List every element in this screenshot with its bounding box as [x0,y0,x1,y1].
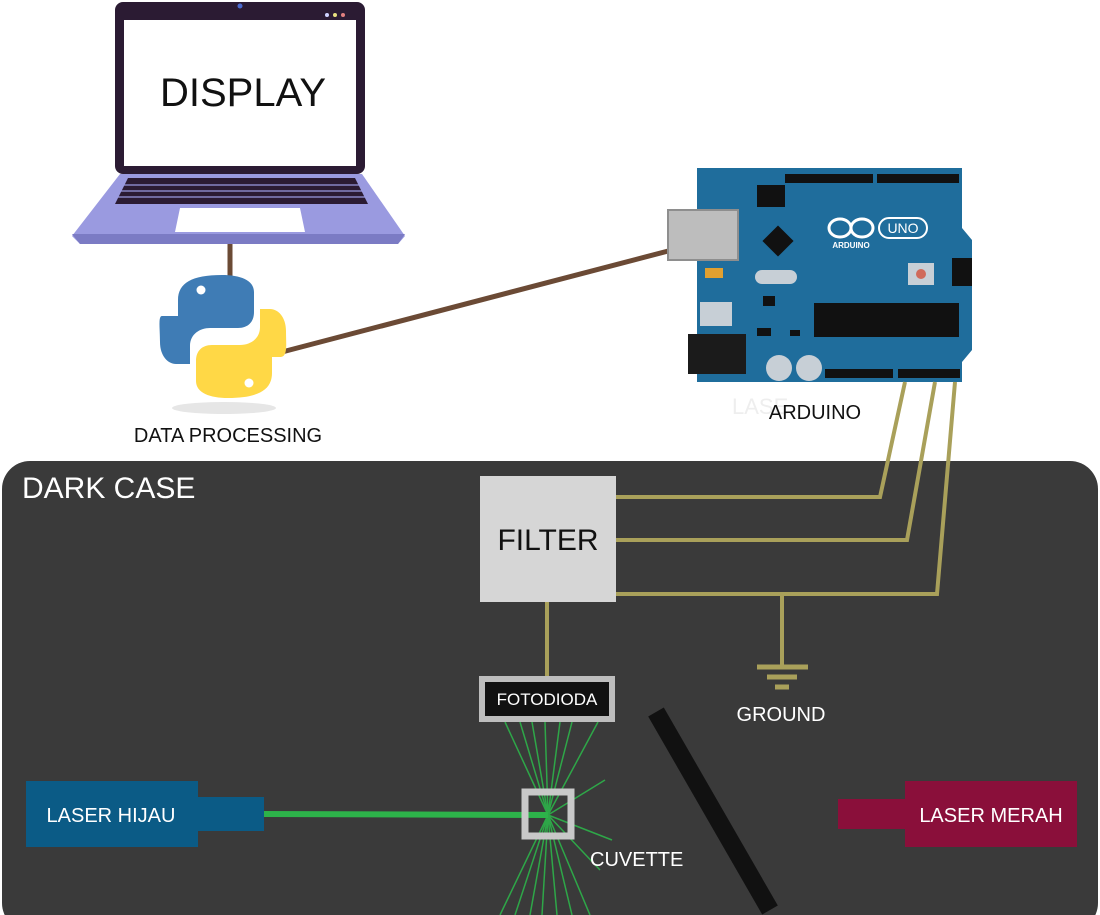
cuvette-label: CUVETTE [590,849,683,871]
laser-hijau-label: LASER HIJAU [47,805,176,827]
capacitor-round [796,355,822,381]
python-eye [196,285,206,295]
laser-hijau-body [26,781,198,847]
python-snake-blue [159,275,254,364]
mirror-slab [648,707,778,915]
arduino-board: ARDUINO UNO [667,168,972,382]
crystal [755,270,797,284]
ground-label: GROUND [737,704,826,726]
icsp-header [952,258,972,286]
reset-button-cap [916,269,926,279]
infinity-right [849,217,875,239]
wire-arduino-ground [614,381,957,596]
laptop-camera [237,3,243,9]
smd-part [763,296,775,306]
photodiode-label: FOTODIODA [497,690,598,709]
power-jack [688,334,746,374]
touchpad [175,208,305,232]
laptop: DISPLAY [72,2,405,244]
wire-arduino-filter-2 [614,381,937,542]
laptop-screen [124,20,356,166]
scattered-light [499,721,613,915]
window-dot [325,13,329,17]
wire-arduino-filter-1 [614,381,907,499]
filter-label: FILTER [497,524,598,557]
display-label: DISPLAY [160,71,326,115]
green-beam [263,811,549,818]
usb-cable [281,247,673,355]
ground-symbol [757,594,808,690]
cuvette [521,788,575,840]
laser-hijau-nozzle [196,797,264,831]
header-top [877,174,959,183]
microcontroller [814,303,959,337]
filter-box [480,476,616,602]
arduino-caption: ARDUINO [769,402,861,424]
laptop-base-edge [72,234,405,244]
uno-badge [878,217,928,239]
capacitor [705,268,723,278]
laser-merah-nozzle [838,799,910,829]
photodiode-body [485,682,609,716]
python-snake-yellow [196,309,287,398]
header-top [785,174,873,183]
python-shadow [172,402,276,414]
window-dot [333,13,337,17]
dark-case-title: DARK CASE [22,472,195,505]
icsp-header [757,185,785,207]
header-bottom [898,369,960,378]
arduino-ghost-text: LASE [732,394,788,419]
capacitor-round [766,355,792,381]
python-eye [244,378,254,388]
usb-port [667,209,739,261]
smd-part [757,328,771,336]
arduino-logo-text: ARDUINO [832,241,869,250]
keyboard-keys [118,184,366,198]
smd-part [790,330,800,336]
header-bottom [825,369,893,378]
laser-merah-body [905,781,1077,847]
data-processing-caption: DATA PROCESSING [134,425,322,447]
voltage-regulator [700,302,732,326]
laser-merah-label: LASER MERAH [919,805,1062,827]
window-dot [341,13,345,17]
arduino-logo: ARDUINO UNO [827,217,928,250]
uno-text: UNO [887,220,918,236]
python-logo [159,275,287,414]
